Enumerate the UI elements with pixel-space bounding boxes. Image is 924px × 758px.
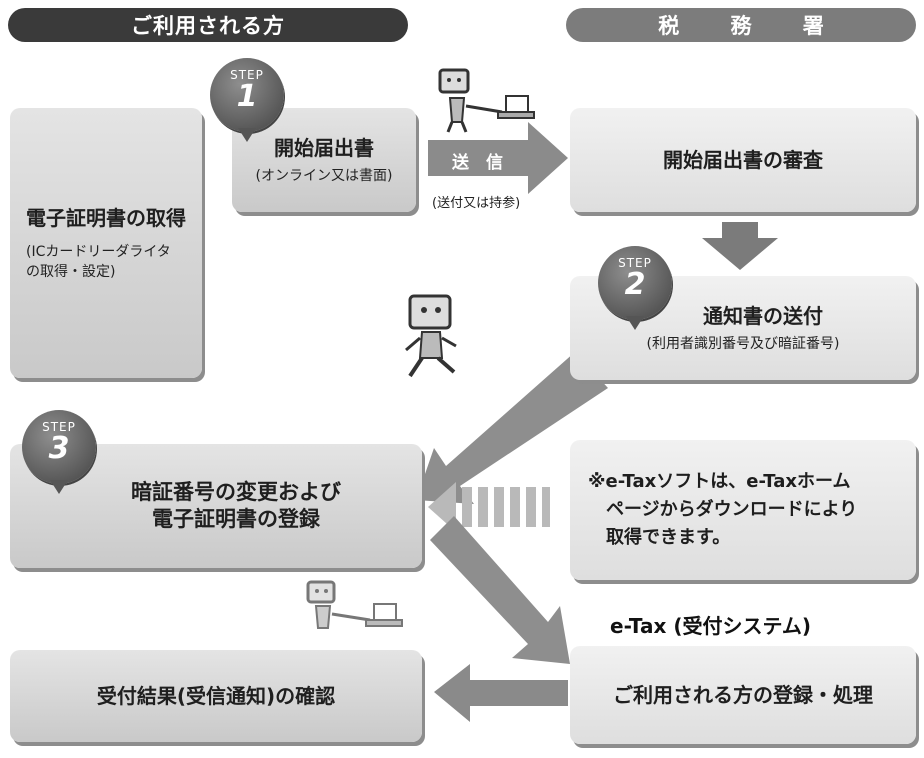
user-register-box: ご利用される方の登録・処理	[570, 646, 916, 744]
tax-office-header: 税 務 署	[566, 8, 916, 42]
receipt-confirm-title: 受付結果(受信通知)の確認	[96, 684, 336, 708]
review-box: 開始届出書の審査	[570, 108, 916, 212]
cert-acquire-sub-2: の取得・設定)	[26, 264, 116, 280]
send-label: 送 信	[452, 153, 503, 173]
start-notice-title: 開始届出書	[274, 136, 374, 160]
mascot-with-laptop-icon	[438, 68, 535, 133]
result-arrow	[434, 664, 568, 722]
pin-change-line-1: 暗証番号の変更および	[131, 479, 341, 504]
download-dashed-arrow	[428, 482, 550, 532]
software-note-line-2: ページからダウンロードにより	[606, 499, 858, 521]
send-arrow	[428, 122, 568, 194]
cert-acquire-title: 電子証明書の取得	[26, 206, 186, 230]
step-label: STEP	[230, 68, 264, 82]
step-number: 2	[624, 267, 646, 302]
cert-acquire-box: 電子証明書の取得 (ICカードリーダライタ の取得・設定)	[10, 108, 202, 378]
software-note-line-1: ※e-Taxソフトは、e-Taxホーム	[588, 471, 851, 493]
mascot-walking-icon	[405, 294, 457, 378]
step-1-badge: STEP 1	[210, 58, 284, 132]
start-notice-sub: (オンライン又は書面)	[255, 168, 393, 184]
step-label: STEP	[42, 420, 76, 434]
user-side-header: ご利用される方	[8, 8, 408, 42]
notice-send-sub: (利用者識別番号及び暗証番号)	[646, 336, 840, 352]
etax-system-label: e-Tax (受付システム)	[610, 614, 812, 638]
step-2-badge: STEP 2	[598, 246, 672, 320]
down-arrow	[702, 222, 778, 270]
step-number: 3	[48, 431, 70, 466]
step-3-badge: STEP 3	[22, 410, 96, 484]
step-2-tail	[626, 316, 644, 330]
step-1-tail	[238, 128, 256, 142]
cert-acquire-sub-1: (ICカードリーダライタ	[26, 244, 171, 260]
send-caption: (送付又は持参)	[432, 196, 521, 211]
pin-change-line-2: 電子証明書の登録	[152, 507, 320, 531]
mascot-with-laptop-icon-2	[306, 580, 403, 629]
software-note-line-3: 取得できます。	[606, 526, 731, 548]
diagonal-arrow-down-right	[430, 516, 570, 664]
software-note-box: ※e-Taxソフトは、e-Taxホーム ページからダウンロードにより 取得できま…	[570, 440, 916, 580]
notice-send-title: 通知書の送付	[703, 304, 823, 328]
receipt-confirm-box: 受付結果(受信通知)の確認	[10, 650, 422, 742]
diagonal-arrow-down-left	[416, 352, 608, 504]
step-3-tail	[50, 480, 68, 494]
step-number: 1	[236, 79, 258, 114]
step-label: STEP	[618, 256, 652, 270]
user-register-title: ご利用される方の登録・処理	[613, 683, 873, 707]
review-title: 開始届出書の審査	[663, 148, 823, 172]
